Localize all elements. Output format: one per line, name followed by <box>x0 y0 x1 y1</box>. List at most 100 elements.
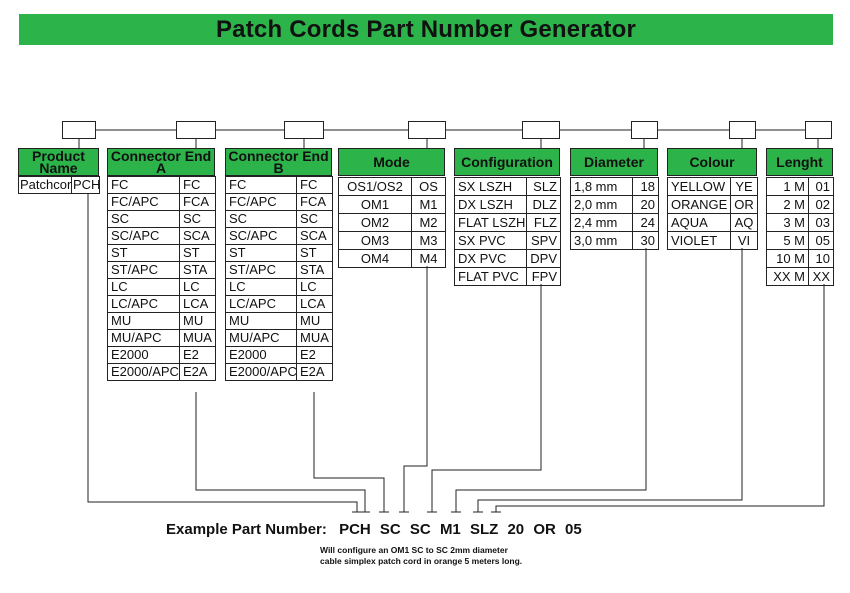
option-label: ST/APC <box>107 261 180 279</box>
column-heading: Product Name <box>18 148 99 176</box>
option-label: LC/APC <box>225 295 297 313</box>
option-label: DX LSZH <box>454 195 527 214</box>
option-code: E2A <box>179 363 216 381</box>
option-label: LC/APC <box>107 295 180 313</box>
option-label: OM3 <box>338 231 412 250</box>
option-code: 02 <box>808 195 834 214</box>
option-code: MUA <box>296 329 333 347</box>
option-label: FC <box>107 176 180 194</box>
option-label: 5 M <box>766 231 809 250</box>
product-table: Patchcord PCH <box>18 176 100 194</box>
option-code: MU <box>296 312 333 330</box>
option-label: 10 M <box>766 249 809 268</box>
option-code: STA <box>179 261 216 279</box>
option-code: 01 <box>808 177 834 196</box>
option-label: 2 M <box>766 195 809 214</box>
option-code: 20 <box>632 195 659 214</box>
slot-product <box>62 121 96 139</box>
wire-end-b <box>313 392 385 512</box>
option-code: YE <box>730 177 758 196</box>
option-code: 03 <box>808 213 834 232</box>
option-label: ST <box>225 244 297 262</box>
wire-configuration <box>431 284 542 512</box>
option-label: VIOLET <box>667 231 731 250</box>
column-heading: Diameter <box>570 148 658 176</box>
option-label: Patchcord <box>18 176 72 194</box>
example-segment-length: 05 <box>565 521 582 538</box>
option-label: LC <box>225 278 297 296</box>
title-banner: Patch Cords Part Number Generator <box>19 14 833 45</box>
option-label: MU/APC <box>225 329 297 347</box>
option-label: ST/APC <box>225 261 297 279</box>
option-code: OR <box>730 195 758 214</box>
option-code: M4 <box>411 249 446 268</box>
option-code: E2 <box>179 346 216 364</box>
column-heading: Lenght <box>766 148 833 176</box>
option-label: E2000/APC <box>107 363 180 381</box>
slot-colour <box>729 121 756 139</box>
option-code: FLZ <box>526 213 561 232</box>
option-label: OM2 <box>338 213 412 232</box>
option-code: LCA <box>296 295 333 313</box>
option-code: SCA <box>179 227 216 245</box>
option-code: FPV <box>526 267 561 286</box>
option-code: FCA <box>179 193 216 211</box>
option-code: LC <box>179 278 216 296</box>
option-label: XX M <box>766 267 809 286</box>
option-label: MU <box>107 312 180 330</box>
option-code: FCA <box>296 193 333 211</box>
slot-length <box>805 121 832 139</box>
option-code: SPV <box>526 231 561 250</box>
option-label: FC/APC <box>225 193 297 211</box>
option-label: E2000 <box>107 346 180 364</box>
example-segment-end-b: SC <box>409 521 431 538</box>
option-label: FC/APC <box>107 193 180 211</box>
option-label: 2,0 mm <box>570 195 633 214</box>
option-label: AQUA <box>667 213 731 232</box>
option-label: SX PVC <box>454 231 527 250</box>
wire-length <box>495 284 825 512</box>
option-code: LC <box>296 278 333 296</box>
column-heading: Configuration <box>454 148 560 176</box>
wire-end-a <box>195 392 366 512</box>
option-code: FC <box>296 176 333 194</box>
slot-end-b <box>284 121 324 139</box>
option-label: LC <box>107 278 180 296</box>
example-segment-diameter: 20 <box>507 521 525 538</box>
option-code: DLZ <box>526 195 561 214</box>
column-heading: Connector End A <box>107 148 215 176</box>
option-code: M2 <box>411 213 446 232</box>
example-segment-configuration: SLZ <box>469 521 499 538</box>
